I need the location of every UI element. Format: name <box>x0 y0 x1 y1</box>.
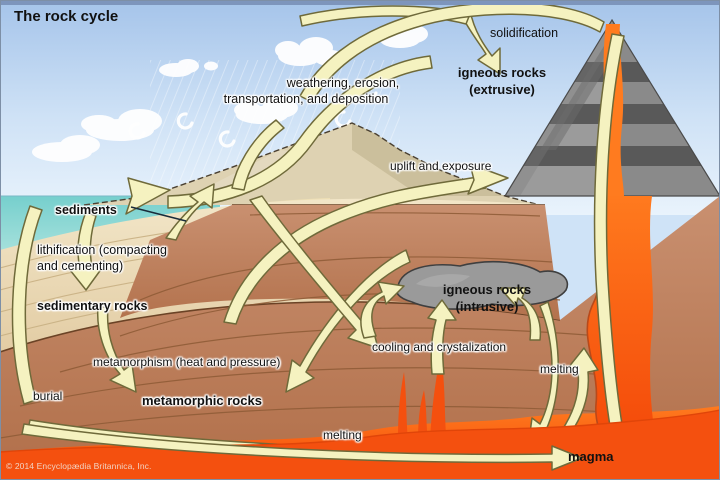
diagram-label-melting-right: melting <box>540 362 579 376</box>
arrow-solidification <box>461 9 501 75</box>
diagram-label-metamorphic-rocks: metamorphic rocks <box>142 393 262 408</box>
diagram-label-sediments: sediments <box>55 203 117 217</box>
diagram-label-igneous-intrusive-2: (intrusive) <box>455 299 519 314</box>
crust-top-line <box>0 301 561 353</box>
arrow-weathering-head <box>125 177 171 215</box>
intrusion-highlight <box>416 274 470 287</box>
bottom-arrow-overlay <box>21 423 583 471</box>
arrow-burial-left <box>11 205 43 405</box>
arrow-cooling-left <box>360 281 405 339</box>
diagram-label-weathering-2: transportation, and deposition <box>223 92 389 106</box>
arrow-magma-rise <box>561 347 599 435</box>
diagram-label-sedimentary-rocks: sedimentary rocks <box>37 299 148 313</box>
diagram-label-melting-bottom: melting <box>323 428 362 442</box>
diagram-label-burial: burial <box>33 389 63 403</box>
top-border-strip <box>0 0 720 5</box>
sediments-leader-line <box>130 206 187 222</box>
diagram-label-weathering-1: weathering, erosion, <box>286 76 400 90</box>
igneous-intrusion <box>395 260 569 310</box>
diagram-label-uplift: uplift and exposure <box>390 159 492 173</box>
arrow-lithification <box>69 211 103 291</box>
diagram-label-cooling: cooling and crystalization <box>372 340 507 354</box>
arrow-cooling-right <box>499 287 542 341</box>
diagram-label-lithification-2: and cementing) <box>37 259 124 273</box>
arrow-uplift-small <box>165 183 215 241</box>
copyright-notice: © 2014 Encyclopædia Britannica, Inc. <box>6 461 152 471</box>
arrow-erosion-to-sediment <box>231 119 285 191</box>
diagram-label-igneous-extrusive-2: (extrusive) <box>469 82 535 97</box>
arrow-lith-to-meta <box>96 305 137 393</box>
diagram-label-solidification: solidification <box>490 26 559 40</box>
arrow-weathering <box>167 55 433 209</box>
arrow-cooling-center <box>427 299 457 375</box>
diagram-label-metamorphism: metamorphism (heat and pressure) <box>93 355 281 369</box>
diagram-label-lithification-1: lithification (compacting <box>37 243 167 257</box>
diagram-label-igneous-intrusive-1: igneous rocks <box>442 282 532 297</box>
page-title: The rock cycle <box>14 8 119 25</box>
magma-spikes <box>398 352 447 444</box>
diagram-label-magma: magma <box>568 449 614 464</box>
diagram-label-igneous-extrusive-1: igneous rocks <box>457 65 547 80</box>
arrow-uplift-head <box>467 163 509 195</box>
